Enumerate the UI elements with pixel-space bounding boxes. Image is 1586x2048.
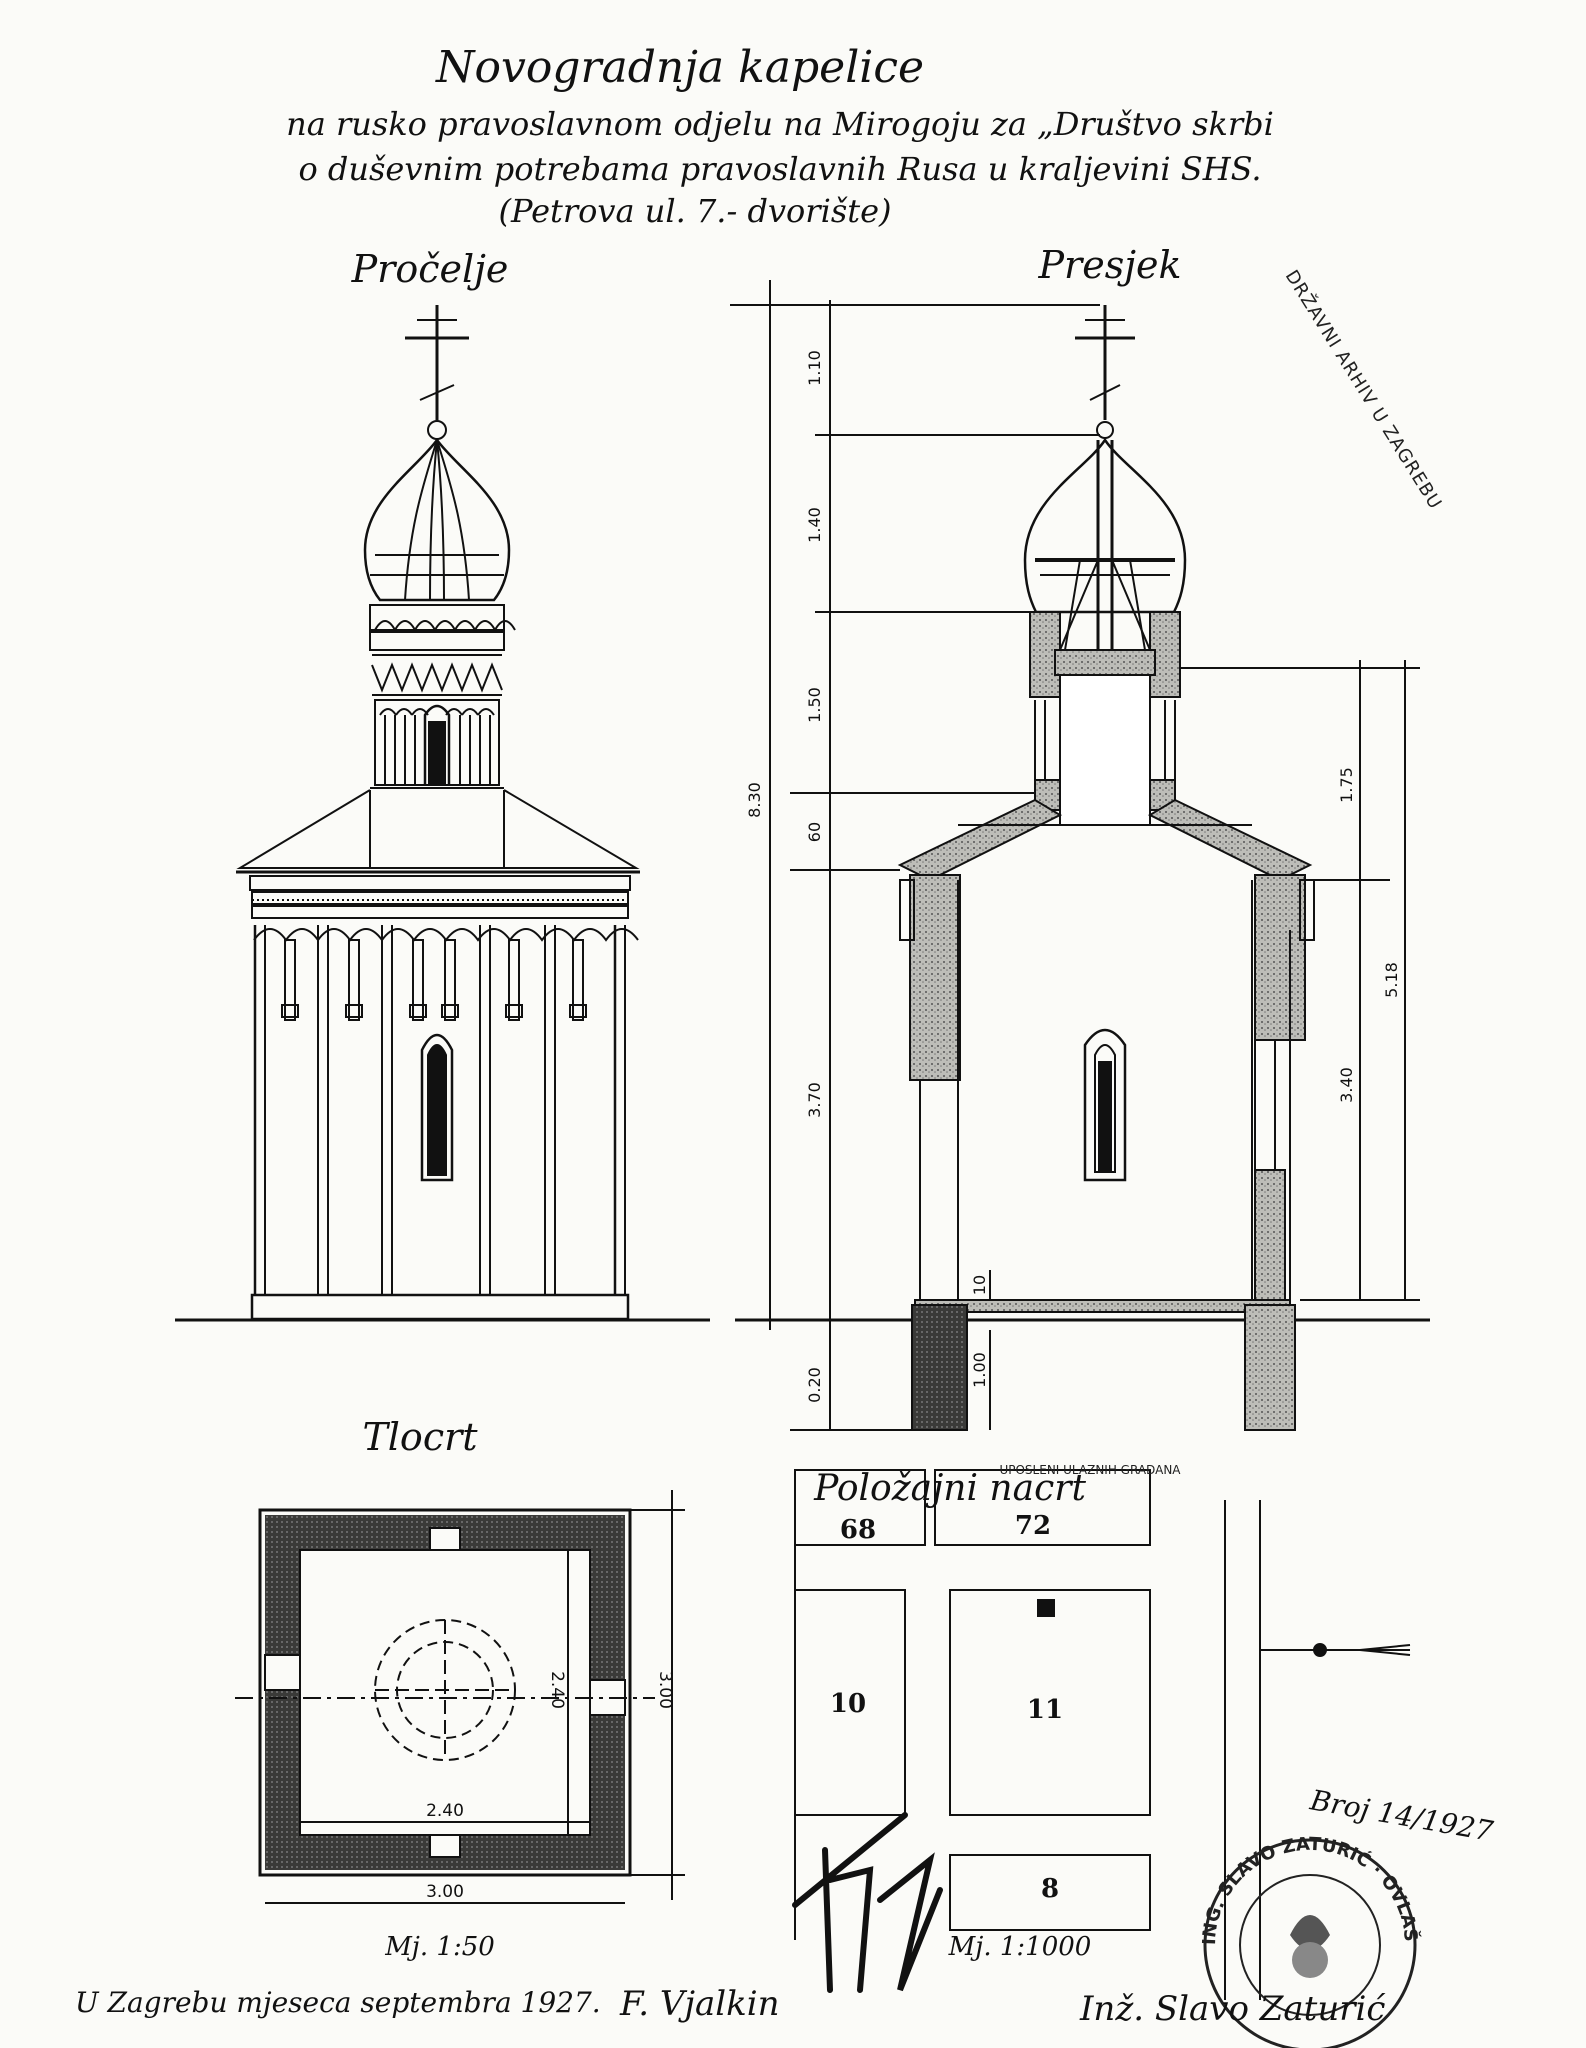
svg-text:60: 60	[805, 822, 824, 842]
svg-text:1.00: 1.00	[970, 1352, 989, 1388]
facade-elevation	[175, 305, 710, 1322]
site-scale: Mj. 1:1000	[948, 1932, 1092, 1962]
cross-section-drawing	[730, 280, 1430, 1431]
approval-signature-mark	[792, 1812, 943, 1993]
svg-text:0.20: 0.20	[805, 1367, 824, 1403]
svg-text:1.50: 1.50	[805, 687, 824, 723]
svg-text:11: 11	[1027, 1695, 1063, 1725]
section-dimensions: 1.10 1.40 1.50 60 3.70 8.30 0.20 1.00 10…	[745, 350, 1401, 1403]
svg-text:3.70: 3.70	[805, 1082, 824, 1118]
site-plan-header-strip: UPOSLENI ULAZNIH GRAĐANA	[999, 1463, 1181, 1477]
svg-text:2.40: 2.40	[426, 1801, 464, 1821]
plan-title: Tlocrt	[362, 1415, 478, 1459]
svg-text:3.00: 3.00	[655, 1671, 675, 1709]
svg-text:68: 68	[840, 1515, 876, 1545]
facade-title: Pročelje	[351, 247, 509, 291]
svg-text:1.75: 1.75	[1337, 767, 1356, 803]
svg-text:10: 10	[830, 1689, 866, 1719]
site-plan-title: Položajni nacrt	[813, 1468, 1086, 1509]
svg-text:1.10: 1.10	[805, 350, 824, 386]
plan-dimensions: 2.40 2.40 3.00 3.00	[426, 1671, 675, 1902]
svg-text:1.40: 1.40	[805, 507, 824, 543]
section-title: Presjek	[1037, 243, 1181, 287]
floor-plan	[235, 1490, 685, 1904]
svg-text:3.00: 3.00	[426, 1882, 464, 1902]
author-signature: F. Vjalkin	[619, 1984, 780, 2024]
drawing-subtitle-line-3: (Petrova ul. 7.- dvorište)	[498, 192, 891, 230]
place-and-date: U Zagrebu mjeseca septembra 1927.	[75, 1986, 601, 2019]
engineer-seal	[1203, 1838, 1417, 2048]
svg-text:10: 10	[970, 1275, 989, 1295]
svg-text:5.18: 5.18	[1382, 962, 1401, 998]
svg-text:3.40: 3.40	[1337, 1067, 1356, 1103]
drawing-title: Novogradnja kapelice	[435, 42, 924, 93]
svg-text:8.30: 8.30	[745, 782, 764, 818]
svg-text:2.40: 2.40	[547, 1671, 567, 1709]
drawing-subtitle-line-2: o duševnim potrebama pravoslavnih Rusa u…	[298, 150, 1261, 188]
plan-scale: Mj. 1:50	[384, 1932, 495, 1962]
site-plan	[794, 1469, 1411, 2000]
seal-text: ING. SLAVO ZATURIĆ · OVLAŠTENI GRAĐEVINS…	[0, 0, 1422, 1945]
archive-stamp: DRŽAVNI ARHIV U ZAGREBU	[1281, 266, 1447, 513]
svg-text:72: 72	[1015, 1511, 1051, 1541]
engineer-signature: Inž. Slavo Zaturić	[1079, 1989, 1386, 2029]
drawing-subtitle-line-1: na rusko pravoslavnom odjelu na Mirogoju…	[286, 105, 1274, 143]
site-plan-plots: 68 72 10 11 8	[830, 1511, 1063, 1904]
svg-text:8: 8	[1041, 1874, 1059, 1904]
